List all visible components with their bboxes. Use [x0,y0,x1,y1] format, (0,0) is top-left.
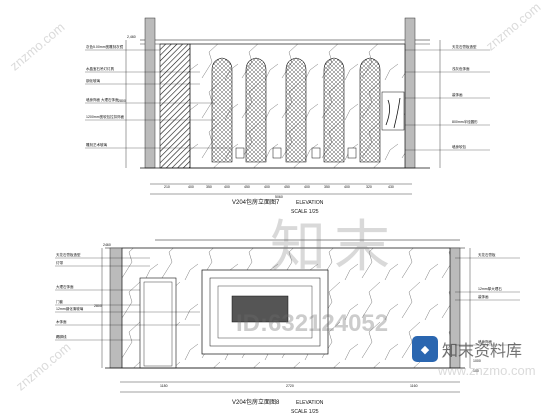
top-left-note-2: 水晶宝石吊灯灯具 [86,67,114,71]
hatched-panel [159,43,191,169]
bottom-height-1: 2460 [103,243,111,247]
top-height-2: 2800 [118,99,126,103]
watermark-brand: 知末 [270,215,398,280]
right-wall-column [404,17,416,169]
arched-panels [211,57,381,163]
top-view-caption: V204包房立面图7 [232,200,280,206]
bottom-left-note-7: 踢脚线 [56,335,67,339]
left-wall-column [144,17,156,169]
top-left-note-6: 雕刻艺术玻璃 [86,143,107,147]
top-left-note-1: 灰色5.00mm宽雕刻灰镜 [86,45,124,49]
bottom-elevation [55,239,520,393]
top-right-note-3: 装饰画 [452,93,463,97]
top-dim-8: 400 [304,185,310,189]
bottom-left-note-6: 木饰面 [56,320,67,324]
bottom-dim-1: 1180 [160,384,168,388]
top-view-caption-en: ELEVATION [296,200,324,206]
bottom-view-caption: V204包房立面图8 [232,400,280,406]
top-left-note-5: 1200mm宽软包拉扣饰面 [86,115,125,119]
bottom-right-note-1: 天花石膏板 [478,253,496,257]
bottom-left-note-5: 12mm钢化清玻璃 [56,307,84,311]
top-right-note-1: 天花石膏板造型 [452,45,477,49]
top-right-note-2: 浅灰色饰面 [452,67,470,71]
top-dim-11: 320 [366,185,372,189]
top-total: 5060 [275,195,283,199]
top-left-note-3: 钢化玻璃 [86,79,100,83]
watermark-url: www.znzmo.com [438,363,536,378]
top-right-note-4: 800mm半径圆形 [452,120,478,124]
top-left-note-4: 墙身饰面 大理石饰面 [86,98,119,102]
watermark-logo: ◆ 知末资料库 [412,336,522,362]
bottom-left-note-4: 门套 [56,300,63,304]
bottom-left-note-3: 大理石饰面 [56,285,74,289]
bottom-height-3: 1000 [473,359,481,363]
bottom-left-note-2: 灯带 [56,261,63,265]
top-dim-9: 350 [324,185,330,189]
top-dim-3: 350 [206,185,212,189]
top-dim-5: 450 [244,185,250,189]
top-elevation [85,17,490,195]
top-dim-12: 430 [388,185,394,189]
top-dim-2: 400 [188,185,194,189]
top-dim-10: 400 [344,185,350,189]
top-dim-4: 400 [224,185,230,189]
bottom-view-scale: SCALE 1/25 [291,409,319,415]
bottom-right-note-4: 墙身饰面 [478,340,492,344]
bottom-dim-2: 2720 [286,384,294,388]
top-dim-7: 450 [284,185,290,189]
logo-mark-icon: ◆ [412,336,438,362]
top-view-scale: SCALE 1/25 [291,209,319,215]
top-dim-1: 210 [164,185,170,189]
top-right-note-5: 墙身软包 [452,145,466,149]
watermark-id: ID:632124052 [236,310,389,337]
bottom-left-note-1: 天花石膏板造型 [56,253,81,257]
bottom-right-note-3: 装饰画 [478,295,489,299]
bottom-right-note-2: 12mm厚大理石 [478,287,502,291]
bottom-height-4: 100 [473,369,479,373]
bottom-height-2: 2800 [94,304,102,308]
logo-text: 知末资料库 [442,341,523,360]
bottom-view-caption-en: ELEVATION [296,400,324,406]
door [139,277,177,369]
top-dim-6: 400 [264,185,270,189]
bottom-dim-3: 1160 [410,384,418,388]
top-height-1: 2,460 [127,35,136,39]
